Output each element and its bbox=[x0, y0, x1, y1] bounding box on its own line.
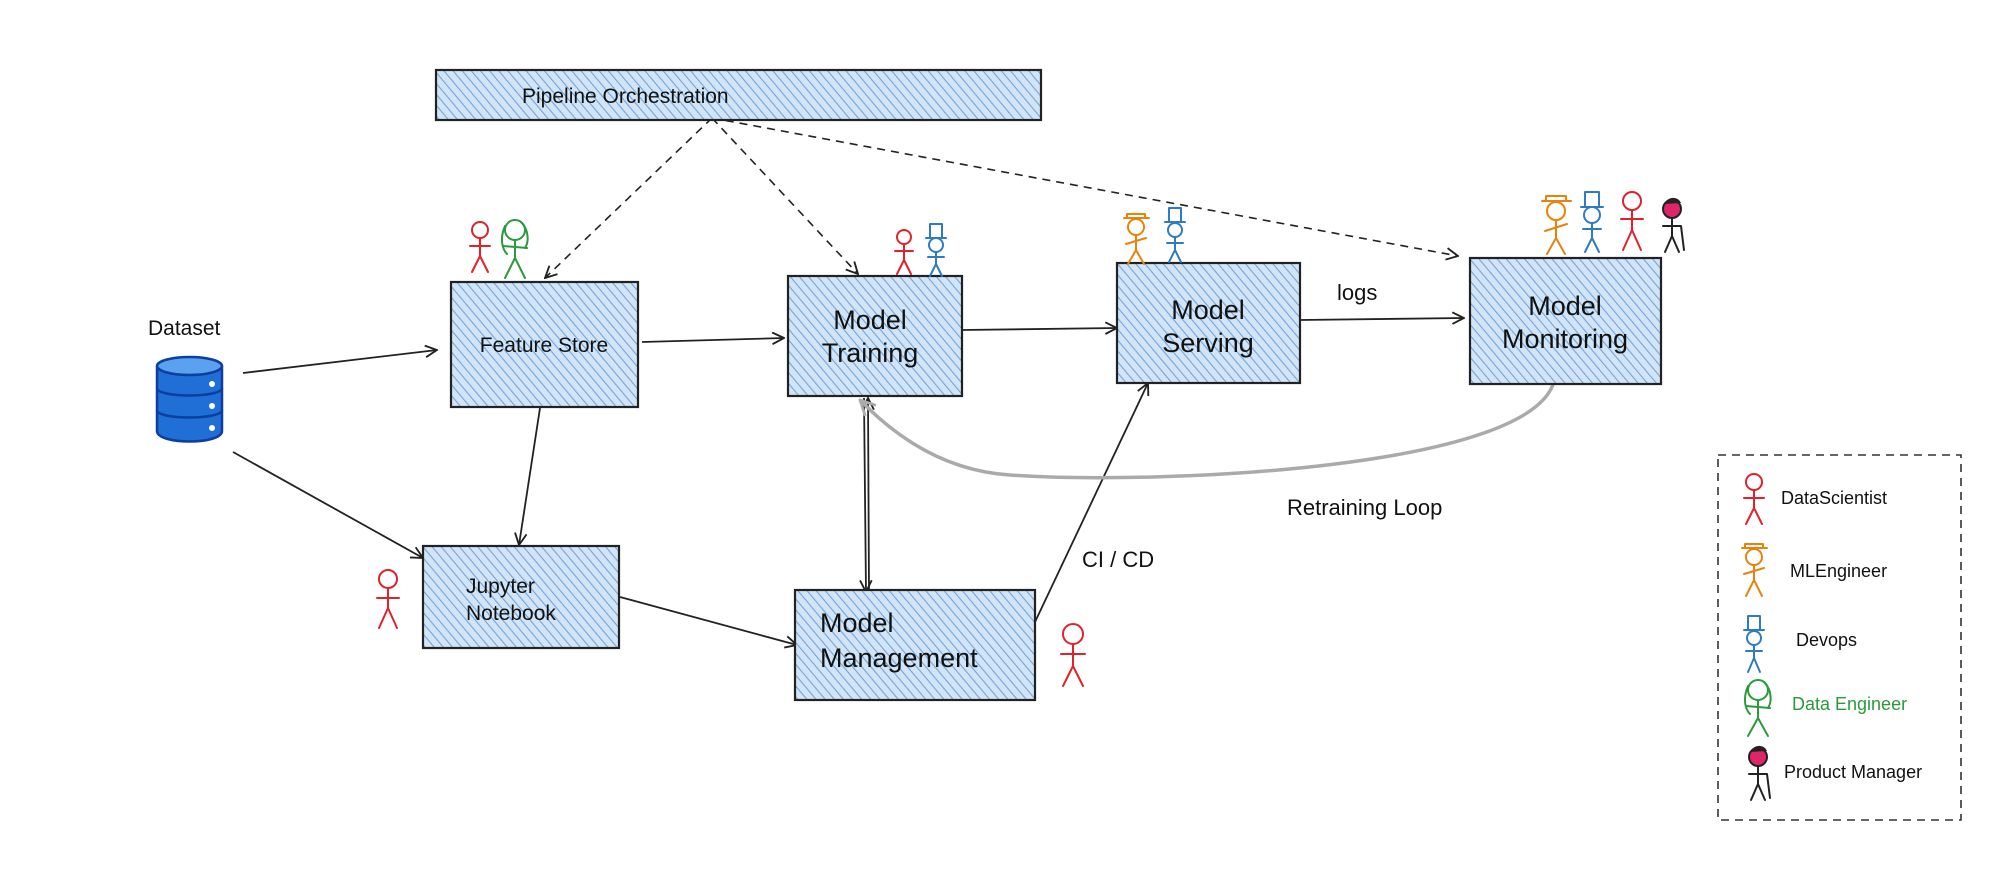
model-serving-label-line2: Serving bbox=[1162, 328, 1254, 358]
legend-box bbox=[1717, 454, 1962, 821]
feature-store-label: Feature Store bbox=[480, 334, 608, 357]
devops-icon bbox=[1580, 191, 1604, 253]
model-training-label-line1: Model bbox=[833, 305, 907, 335]
model-management-node: Model Management bbox=[793, 588, 1037, 702]
data-scientist-icon bbox=[1743, 473, 1765, 525]
data-engineer-icon bbox=[500, 219, 529, 279]
edge-training-management-bidirectional bbox=[868, 398, 869, 593]
legend-label-devops: Devops bbox=[1796, 630, 1857, 650]
edge-dataset-to-jupyter bbox=[232, 451, 423, 558]
product-manager-icon bbox=[1748, 745, 1771, 801]
legend-item-data-scientist: DataScientist bbox=[1743, 473, 1887, 525]
legend-label-ml-engineer: MLEngineer bbox=[1790, 561, 1887, 581]
product-manager-icon bbox=[1662, 197, 1685, 253]
jupyter-notebook-label-line2: Notebook bbox=[466, 602, 556, 625]
model-monitoring-node: Model Monitoring bbox=[1468, 256, 1663, 386]
model-serving-label-line1: Model bbox=[1171, 295, 1245, 325]
model-training-label-line2: Training bbox=[822, 338, 919, 368]
legend-item-product-manager: Product Manager bbox=[1748, 745, 1922, 801]
edge-management-to-serving-cicd bbox=[1034, 383, 1148, 623]
ml-engineer-icon bbox=[1123, 213, 1150, 265]
edges bbox=[232, 117, 1557, 645]
data-scientist-icon bbox=[469, 221, 491, 273]
legend-label-data-engineer: Data Engineer bbox=[1792, 694, 1907, 714]
data-scientist-icon bbox=[1060, 623, 1086, 687]
pipeline-orchestration-node: Pipeline Orchestration bbox=[434, 68, 1043, 122]
model-training-node: Model Training bbox=[786, 274, 964, 398]
edge-label-retraining-loop: Retraining Loop bbox=[1287, 495, 1442, 520]
edge-feature-store-to-jupyter bbox=[519, 407, 541, 545]
jupyter-notebook-label-line1: Jupyter bbox=[466, 575, 535, 598]
edge-label-cicd: CI / CD bbox=[1082, 547, 1154, 572]
ml-engineer-icon bbox=[1541, 195, 1572, 255]
edge-dataset-to-feature-store bbox=[242, 350, 437, 374]
edge-retraining-loop bbox=[860, 375, 1557, 480]
feature-store-node: Feature Store bbox=[449, 280, 640, 409]
jupyter-notebook-node: Jupyter Notebook bbox=[421, 544, 621, 650]
data-scientist-icon bbox=[1620, 191, 1644, 251]
devops-icon bbox=[1164, 207, 1186, 263]
devops-icon bbox=[925, 223, 947, 277]
edge-pipeline-to-monitoring bbox=[711, 117, 1458, 256]
edge-training-to-serving bbox=[961, 328, 1117, 330]
data-engineer-icon bbox=[1743, 679, 1772, 737]
legend-item-data-engineer: Data Engineer bbox=[1743, 679, 1907, 737]
dataset-node: Dataset bbox=[148, 317, 224, 443]
legend: DataScientist MLEngineer Devops Dat bbox=[1717, 454, 1962, 821]
devops-icon bbox=[1743, 615, 1765, 673]
ml-engineer-icon bbox=[1741, 543, 1768, 597]
legend-item-ml-engineer: MLEngineer bbox=[1741, 543, 1887, 597]
pipeline-orchestration-label: Pipeline Orchestration bbox=[522, 85, 729, 108]
legend-label-data-scientist: DataScientist bbox=[1781, 488, 1887, 508]
model-monitoring-label-line2: Monitoring bbox=[1502, 324, 1628, 354]
edge-jupyter-to-management bbox=[619, 596, 797, 645]
edge-pipeline-to-training bbox=[711, 117, 858, 274]
legend-item-devops: Devops bbox=[1743, 615, 1857, 673]
edge-management-to-training-pair bbox=[864, 397, 866, 592]
legend-label-product-manager: Product Manager bbox=[1784, 762, 1922, 782]
edge-label-logs: logs bbox=[1337, 280, 1377, 305]
model-management-label-line1: Model bbox=[820, 608, 894, 638]
edge-serving-to-monitoring bbox=[1299, 318, 1464, 320]
model-serving-node: Model Serving bbox=[1115, 261, 1302, 385]
dataset-label: Dataset bbox=[148, 317, 221, 340]
model-monitoring-label-line1: Model bbox=[1528, 291, 1602, 321]
edge-feature-store-to-training bbox=[641, 338, 784, 342]
data-scientist-icon bbox=[376, 569, 400, 629]
edge-pipeline-to-feature-store bbox=[545, 117, 713, 278]
data-scientist-icon bbox=[894, 229, 914, 275]
model-management-label-line2: Management bbox=[820, 643, 978, 673]
database-icon bbox=[155, 355, 224, 443]
